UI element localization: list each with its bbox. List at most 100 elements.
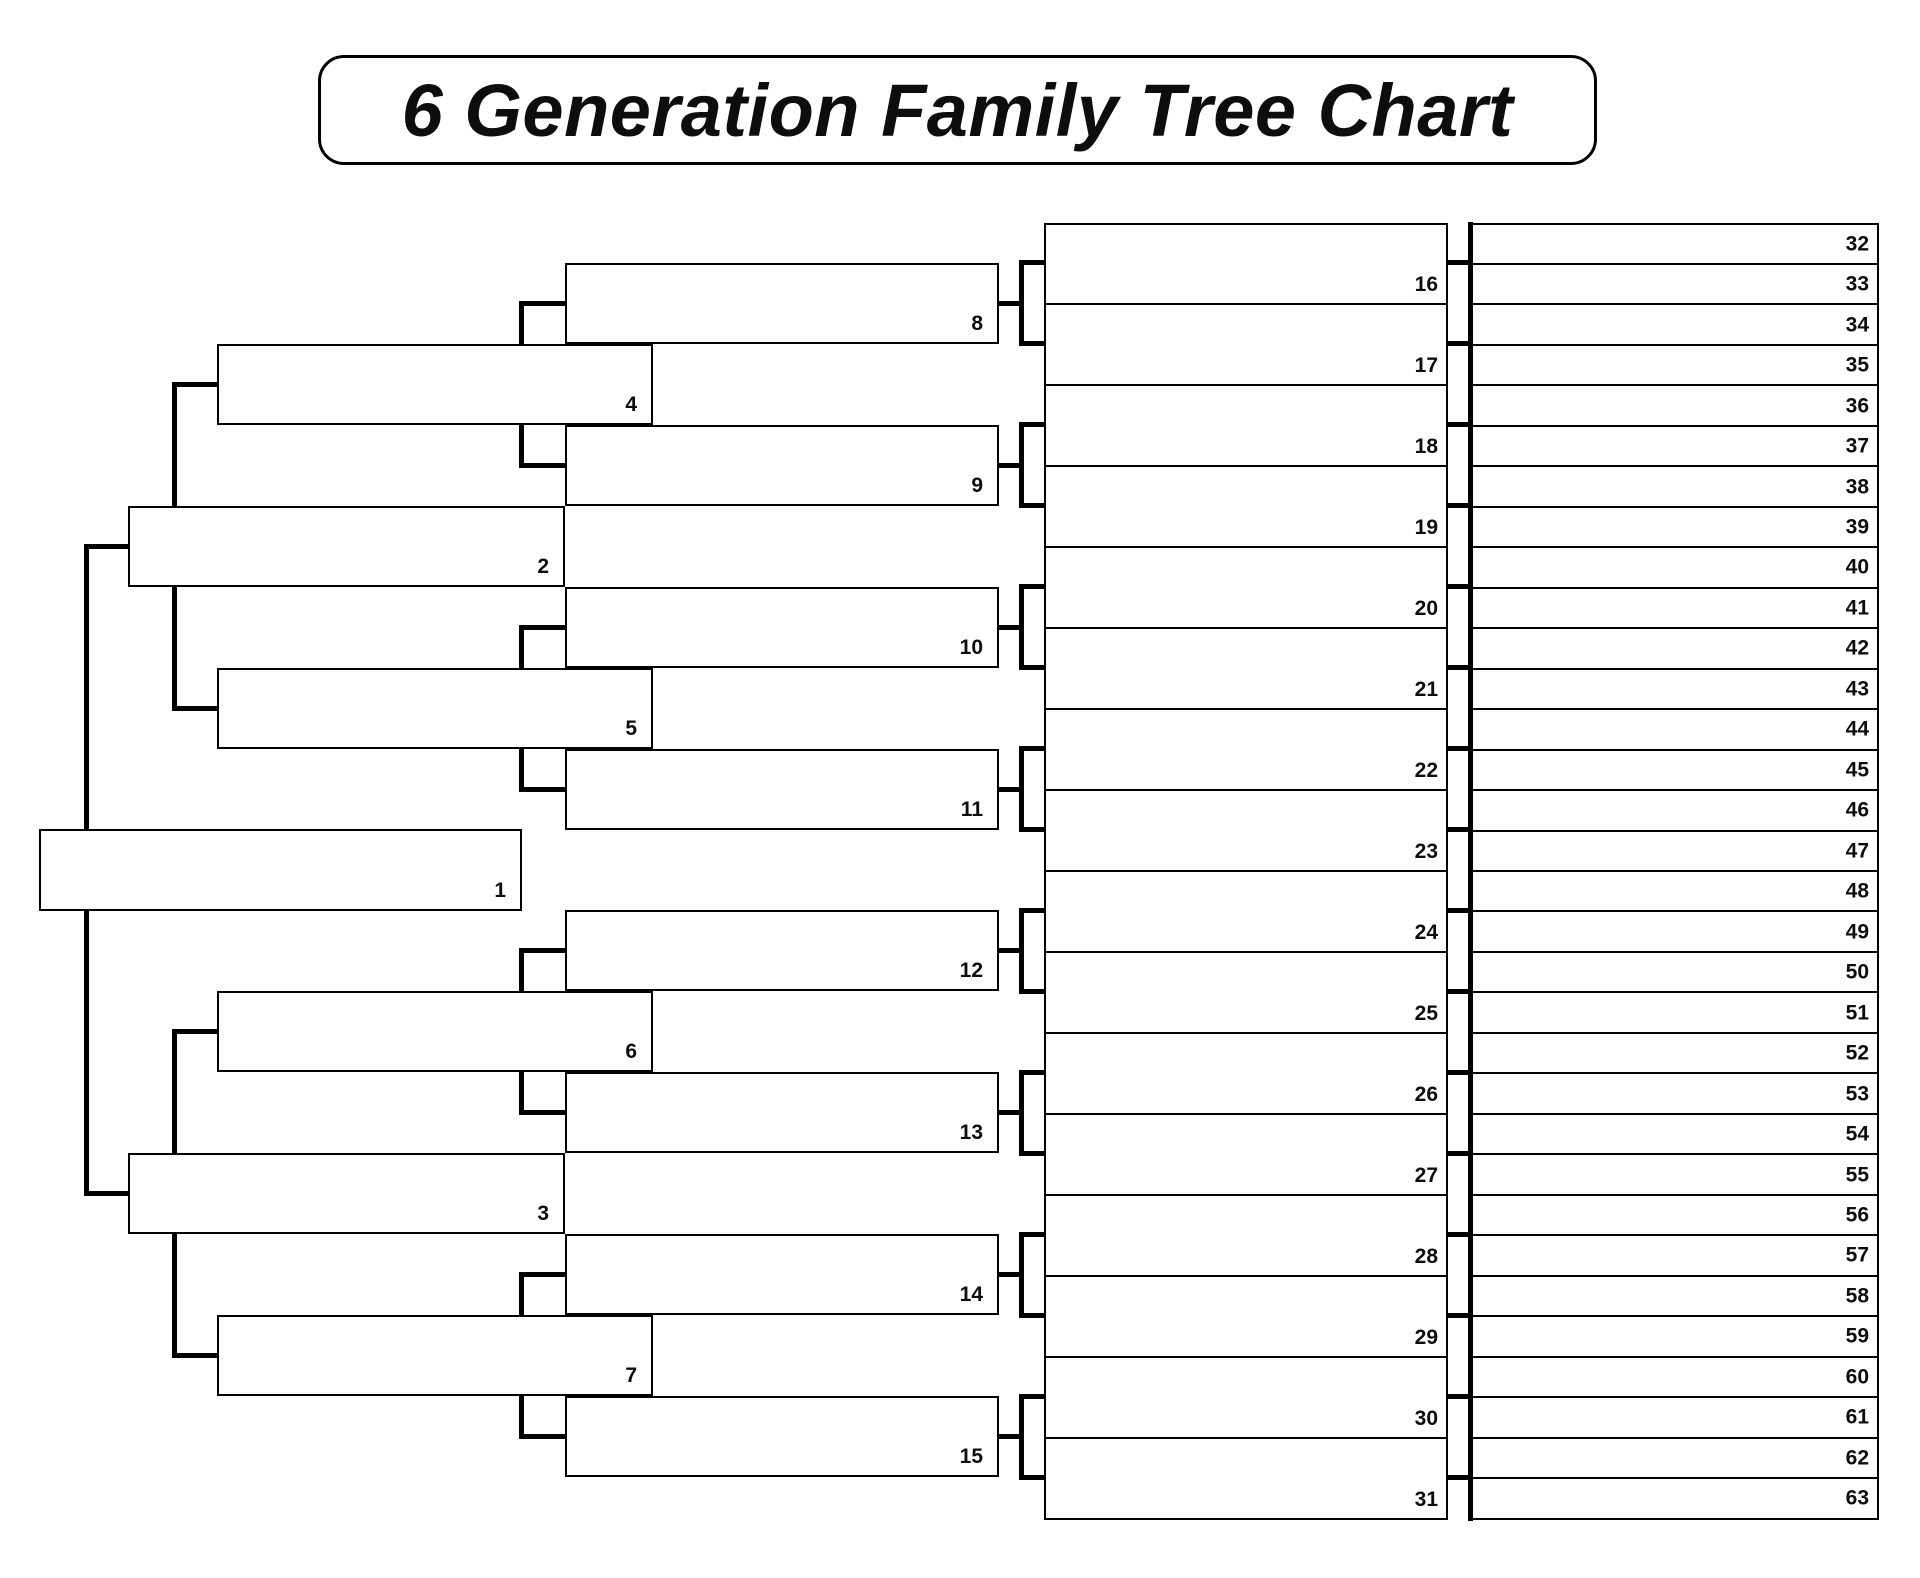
person-box-27: 27 (1044, 1112, 1448, 1196)
person-number: 3 (537, 1202, 549, 1226)
stub-gen5-gen6 (1444, 503, 1473, 509)
bracket-gen2-gen3 (171, 1232, 177, 1356)
bracket-gen3-gen4 (518, 1110, 568, 1116)
person-box-60: 60 (1470, 1355, 1879, 1399)
person-number: 31 (1414, 1487, 1438, 1511)
person-number: 60 (1845, 1365, 1869, 1389)
person-box-8: 8 (565, 262, 999, 344)
person-number: 47 (1845, 839, 1869, 863)
person-box-24: 24 (1044, 870, 1448, 953)
bracket-gen4-gen5 (996, 1110, 1024, 1116)
bracket-gen2-gen3 (171, 705, 220, 711)
bracket-gen3-gen4 (518, 303, 524, 346)
person-box-1: 1 (39, 829, 522, 911)
person-number: 58 (1845, 1284, 1869, 1308)
bracket-gen2-gen3 (171, 384, 177, 508)
person-box-18: 18 (1044, 384, 1448, 468)
bracket-gen3-gen4 (518, 786, 568, 792)
person-box-22: 22 (1044, 708, 1448, 792)
stub-gen5-gen6 (1444, 1393, 1473, 1399)
person-number: 21 (1414, 678, 1438, 702)
person-number: 14 (959, 1283, 983, 1307)
bracket-gen4-gen5 (1018, 503, 1047, 509)
bracket-gen2-gen3 (171, 584, 177, 709)
person-number: 35 (1845, 353, 1869, 377)
page-title: 6 Generation Family Tree Chart (401, 68, 1514, 152)
person-number: 33 (1845, 272, 1869, 296)
person-number: 6 (625, 1040, 637, 1064)
person-box-36: 36 (1470, 384, 1879, 427)
person-box-62: 62 (1470, 1436, 1879, 1480)
person-number: 36 (1845, 394, 1869, 418)
person-number: 39 (1845, 515, 1869, 539)
person-box-23: 23 (1044, 789, 1448, 872)
person-box-45: 45 (1470, 748, 1879, 792)
bracket-gen4-gen5 (1018, 746, 1024, 833)
person-box-31: 31 (1044, 1436, 1448, 1520)
bracket-gen4-gen5 (1018, 1393, 1024, 1480)
person-box-42: 42 (1470, 627, 1879, 670)
bracket-gen4-gen5 (1018, 584, 1047, 590)
bracket-gen4-gen5 (1018, 1069, 1047, 1075)
stub-gen5-gen6 (1444, 1069, 1473, 1075)
bracket-gen4-gen5 (996, 1272, 1024, 1278)
stub-gen5-gen6 (1444, 1474, 1473, 1480)
person-number: 55 (1845, 1163, 1869, 1187)
person-number: 45 (1845, 758, 1869, 782)
bracket-gen4-gen5 (1018, 260, 1047, 266)
bracket-gen4-gen5 (1018, 584, 1024, 671)
person-box-30: 30 (1044, 1355, 1448, 1439)
person-number: 1 (494, 879, 506, 902)
person-number: 32 (1845, 232, 1869, 256)
bracket-gen4-gen5 (1018, 341, 1047, 347)
stub-gen5-gen6 (1444, 1312, 1473, 1318)
person-number: 54 (1845, 1122, 1869, 1146)
person-number: 29 (1414, 1325, 1438, 1349)
bracket-gen4-gen5 (1018, 260, 1024, 347)
person-number: 27 (1414, 1163, 1438, 1187)
person-box-47: 47 (1470, 829, 1879, 872)
person-number: 37 (1845, 434, 1869, 458)
bracket-gen1-gen2 (83, 543, 131, 549)
bracket-gen4-gen5 (996, 462, 1024, 468)
bracket-gen1-gen2 (83, 1191, 131, 1197)
person-number: 4 (625, 392, 637, 416)
bracket-gen4-gen5 (1018, 422, 1024, 509)
person-number: 25 (1414, 1001, 1438, 1025)
bracket-gen2-gen3 (171, 381, 220, 387)
bracket-gen4-gen5 (1018, 1069, 1024, 1156)
person-number: 51 (1845, 1001, 1869, 1025)
person-box-26: 26 (1044, 1031, 1448, 1115)
person-box-20: 20 (1044, 546, 1448, 630)
person-box-54: 54 (1470, 1112, 1879, 1156)
stub-gen5-gen6 (1444, 746, 1473, 752)
person-box-33: 33 (1470, 262, 1879, 306)
person-number: 53 (1845, 1082, 1869, 1106)
person-box-53: 53 (1470, 1072, 1879, 1115)
bracket-gen3-gen4 (518, 1272, 568, 1278)
person-number: 30 (1414, 1406, 1438, 1430)
person-box-56: 56 (1470, 1193, 1879, 1237)
bracket-gen4-gen5 (1018, 907, 1024, 994)
stub-gen5-gen6 (1444, 422, 1473, 428)
bracket-gen3-gen4 (518, 1274, 524, 1318)
person-box-59: 59 (1470, 1315, 1879, 1358)
person-box-57: 57 (1470, 1234, 1879, 1277)
stub-gen5-gen6 (1444, 827, 1473, 833)
bracket-gen4-gen5 (1018, 665, 1047, 671)
person-number: 24 (1414, 920, 1438, 944)
person-number: 5 (625, 716, 637, 740)
bracket-gen3-gen4 (518, 624, 568, 630)
bracket-gen3-gen4 (518, 462, 568, 468)
person-box-32: 32 (1470, 222, 1879, 265)
person-number: 52 (1845, 1041, 1869, 1065)
person-box-19: 19 (1044, 465, 1448, 549)
title-box: 6 Generation Family Tree Chart (318, 55, 1597, 165)
person-box-61: 61 (1470, 1396, 1879, 1439)
person-number: 23 (1414, 840, 1438, 863)
person-number: 26 (1414, 1082, 1438, 1106)
person-box-15: 15 (565, 1396, 999, 1478)
bracket-gen3-gen4 (518, 746, 524, 790)
bracket-gen2-gen3 (171, 1353, 220, 1359)
